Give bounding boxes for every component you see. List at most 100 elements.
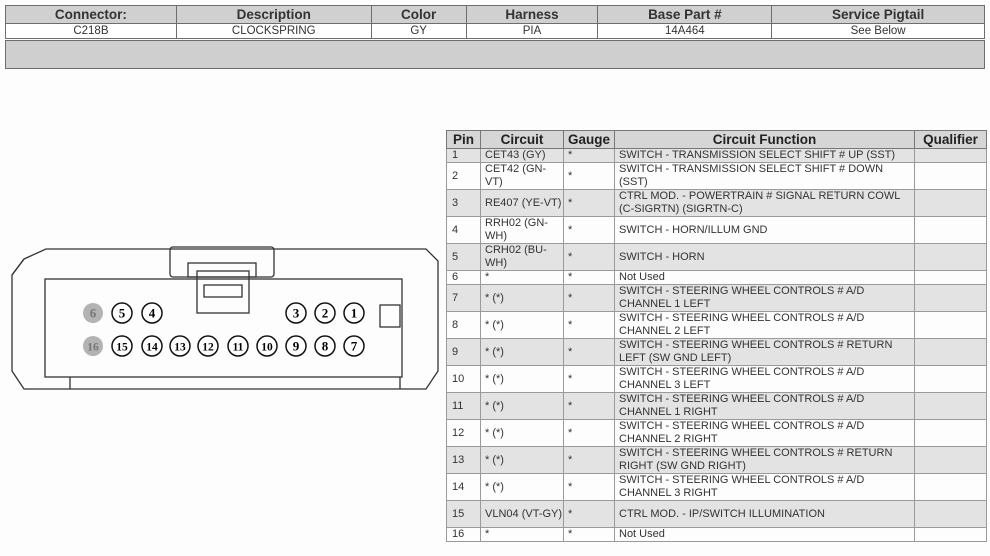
pin-label-13: 13 (174, 342, 186, 354)
table-row: 16**Not Used (446, 527, 987, 542)
cell-pin: 2 (446, 162, 481, 190)
value-base-part: 14A464 (597, 23, 773, 39)
cell-circuit: * (*) (480, 311, 564, 339)
cell-circuit: CET42 (GN-VT) (480, 162, 564, 190)
pin-label-9: 9 (293, 339, 300, 354)
header-harness: Harness (465, 5, 599, 24)
cell-gauge: * (563, 446, 615, 474)
cell-pin: 12 (446, 419, 481, 447)
cell-qualifier (914, 473, 987, 501)
cell-pin: 3 (446, 189, 481, 217)
table-row: 10* (*)*SWITCH - STEERING WHEEL CONTROLS… (446, 365, 987, 393)
pin-label-11: 11 (233, 342, 244, 354)
cell-gauge: * (563, 365, 615, 393)
cell-function: SWITCH - STEERING WHEEL CONTROLS # RETUR… (614, 446, 915, 474)
cell-function: SWITCH - STEERING WHEEL CONTROLS # A/D C… (614, 473, 915, 501)
cell-function: Not Used (614, 270, 915, 285)
cell-gauge: * (563, 270, 615, 285)
header-gauge: Gauge (563, 130, 615, 149)
cell-function: SWITCH - STEERING WHEEL CONTROLS # A/D C… (614, 284, 915, 312)
table-row: 7* (*)*SWITCH - STEERING WHEEL CONTROLS … (446, 284, 987, 312)
cell-circuit: RE407 (YE-VT) (480, 189, 564, 217)
cell-circuit: * (*) (480, 446, 564, 474)
pin-8 (314, 335, 336, 357)
pin-12 (197, 335, 219, 357)
cell-qualifier (914, 419, 987, 447)
cell-circuit: * (480, 527, 564, 542)
cell-qualifier (914, 446, 987, 474)
cell-function: SWITCH - STEERING WHEEL CONTROLS # A/D C… (614, 365, 915, 393)
header-pin: Pin (446, 130, 481, 149)
cell-qualifier (914, 311, 987, 339)
connector-info-header-row: Connector: Description Color Harness Bas… (5, 5, 985, 24)
pin-2 (314, 302, 336, 324)
cell-circuit: * (*) (480, 392, 564, 420)
pin-label-10: 10 (261, 342, 273, 354)
cell-circuit: * (*) (480, 419, 564, 447)
pinout-table: Pin Circuit Gauge Circuit Function Quali… (446, 130, 987, 542)
value-connector: C218B (5, 23, 177, 39)
pin-13 (169, 335, 191, 357)
pin-1 (343, 302, 365, 324)
cell-circuit: VLN04 (VT-GY) (480, 500, 564, 528)
cell-function: SWITCH - HORN/ILLUM GND (614, 216, 915, 244)
cell-pin: 8 (446, 311, 481, 339)
cell-gauge: * (563, 500, 615, 528)
pin-label-4: 4 (149, 306, 156, 321)
cell-circuit: * (*) (480, 365, 564, 393)
table-row: 13* (*)*SWITCH - STEERING WHEEL CONTROLS… (446, 446, 987, 474)
cell-qualifier (914, 500, 987, 528)
pin-label-3: 3 (293, 306, 300, 321)
cell-gauge: * (563, 243, 615, 271)
cell-qualifier (914, 243, 987, 271)
pin-10 (256, 335, 278, 357)
pin-label-12: 12 (202, 342, 214, 354)
cell-function: SWITCH - STEERING WHEEL CONTROLS # A/D C… (614, 311, 915, 339)
value-service-pigtail[interactable]: See Below (771, 23, 985, 39)
cell-circuit: * (*) (480, 284, 564, 312)
cell-qualifier (914, 392, 987, 420)
pin-label-1: 1 (351, 306, 358, 321)
connector-info-table: Connector: Description Color Harness Bas… (5, 5, 985, 39)
cell-gauge: * (563, 527, 615, 542)
cell-gauge: * (563, 419, 615, 447)
cell-qualifier (914, 338, 987, 366)
pin-label-6: 6 (90, 306, 97, 321)
table-row: 12* (*)*SWITCH - STEERING WHEEL CONTROLS… (446, 419, 987, 447)
cell-function: SWITCH - STEERING WHEEL CONTROLS # A/D C… (614, 392, 915, 420)
cell-pin: 9 (446, 338, 481, 366)
cell-pin: 13 (446, 446, 481, 474)
cell-gauge: * (563, 162, 615, 190)
cell-gauge: * (563, 284, 615, 312)
pin-label-5: 5 (119, 306, 126, 321)
cell-pin: 6 (446, 270, 481, 285)
cell-circuit: RRH02 (GN-WH) (480, 216, 564, 244)
pin-label-15: 15 (116, 342, 128, 354)
value-description: CLOCKSPRING (175, 23, 372, 39)
cell-circuit: * (*) (480, 338, 564, 366)
header-description: Description (175, 5, 372, 24)
cell-function: Not Used (614, 527, 915, 542)
connector-info-values-row: C218B CLOCKSPRING GY PIA 14A464 See Belo… (5, 23, 985, 39)
cell-qualifier (914, 365, 987, 393)
cell-pin: 10 (446, 365, 481, 393)
header-color: Color (370, 5, 467, 24)
cell-qualifier (914, 527, 987, 542)
pin-label-16: 16 (87, 342, 99, 354)
pin-15 (111, 335, 133, 357)
cell-circuit: * (*) (480, 473, 564, 501)
pin-14 (141, 335, 163, 357)
cell-qualifier (914, 189, 987, 217)
cell-pin: 1 (446, 148, 481, 163)
cell-qualifier (914, 284, 987, 312)
pin-6 (83, 303, 103, 323)
pin-7 (343, 335, 365, 357)
pin-label-7: 7 (351, 339, 358, 354)
cell-function: SWITCH - STEERING WHEEL CONTROLS # A/D C… (614, 419, 915, 447)
